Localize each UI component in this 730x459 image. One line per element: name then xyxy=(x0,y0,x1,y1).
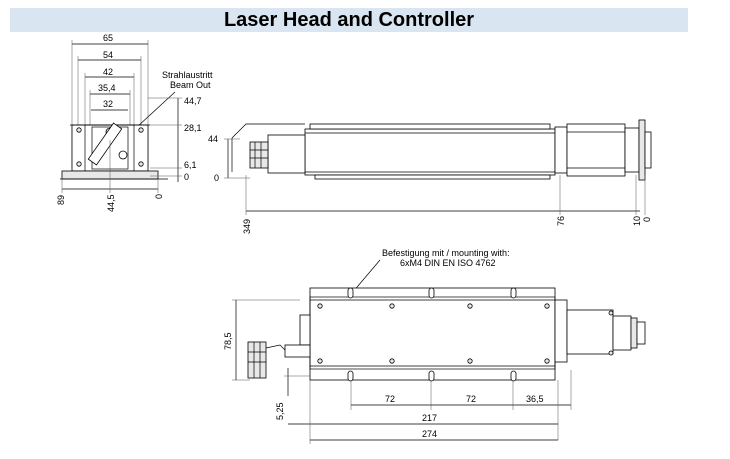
dim-28-1: 28,1 xyxy=(184,123,202,133)
dim-0-side: 0 xyxy=(214,173,219,183)
dim-0-right: 0 xyxy=(184,172,189,182)
dim-32: 32 xyxy=(103,99,113,109)
dim-0-side-b: 0 xyxy=(642,217,652,222)
dim-36-5: 36,5 xyxy=(526,394,544,404)
beam-label-en: Beam Out xyxy=(170,80,211,90)
dim-72-b: 72 xyxy=(466,394,476,404)
dim-217: 217 xyxy=(422,413,437,423)
title-bar: Laser Head and Controller xyxy=(10,8,688,32)
dim-6-1: 6,1 xyxy=(184,160,197,170)
beam-label-de: Strahlaustritt xyxy=(162,70,213,80)
mounting-label-line2: 6xM4 DIN EN ISO 4762 xyxy=(400,258,496,268)
front-view: 65 54 42 35,4 32 Strahlaustritt Beam Out… xyxy=(56,33,213,212)
dim-0-bottom: 0 xyxy=(154,194,164,199)
page-title: Laser Head and Controller xyxy=(223,8,475,31)
dim-44-5: 44,5 xyxy=(106,194,116,212)
dim-42: 42 xyxy=(103,67,113,77)
dim-349: 349 xyxy=(242,219,252,234)
dim-5-25: 5,25 xyxy=(275,402,285,420)
dim-44-side: 44 xyxy=(208,134,218,144)
dim-10: 10 xyxy=(632,216,642,226)
side-view: 44 0 349 76 10 0 xyxy=(208,119,652,234)
dim-274: 274 xyxy=(422,429,437,439)
dim-76: 76 xyxy=(556,216,566,226)
dim-89: 89 xyxy=(56,195,66,205)
dim-35-4: 35,4 xyxy=(98,83,116,93)
dim-65: 65 xyxy=(103,33,113,43)
dim-44-7: 44,7 xyxy=(184,96,202,106)
top-view: Befestigung mit / mounting with: 6xM4 DI… xyxy=(223,248,646,444)
dim-72-a: 72 xyxy=(385,394,395,404)
dim-54: 54 xyxy=(103,50,113,60)
mounting-label-line1: Befestigung mit / mounting with: xyxy=(382,248,510,258)
dim-78-5: 78,5 xyxy=(223,332,233,350)
